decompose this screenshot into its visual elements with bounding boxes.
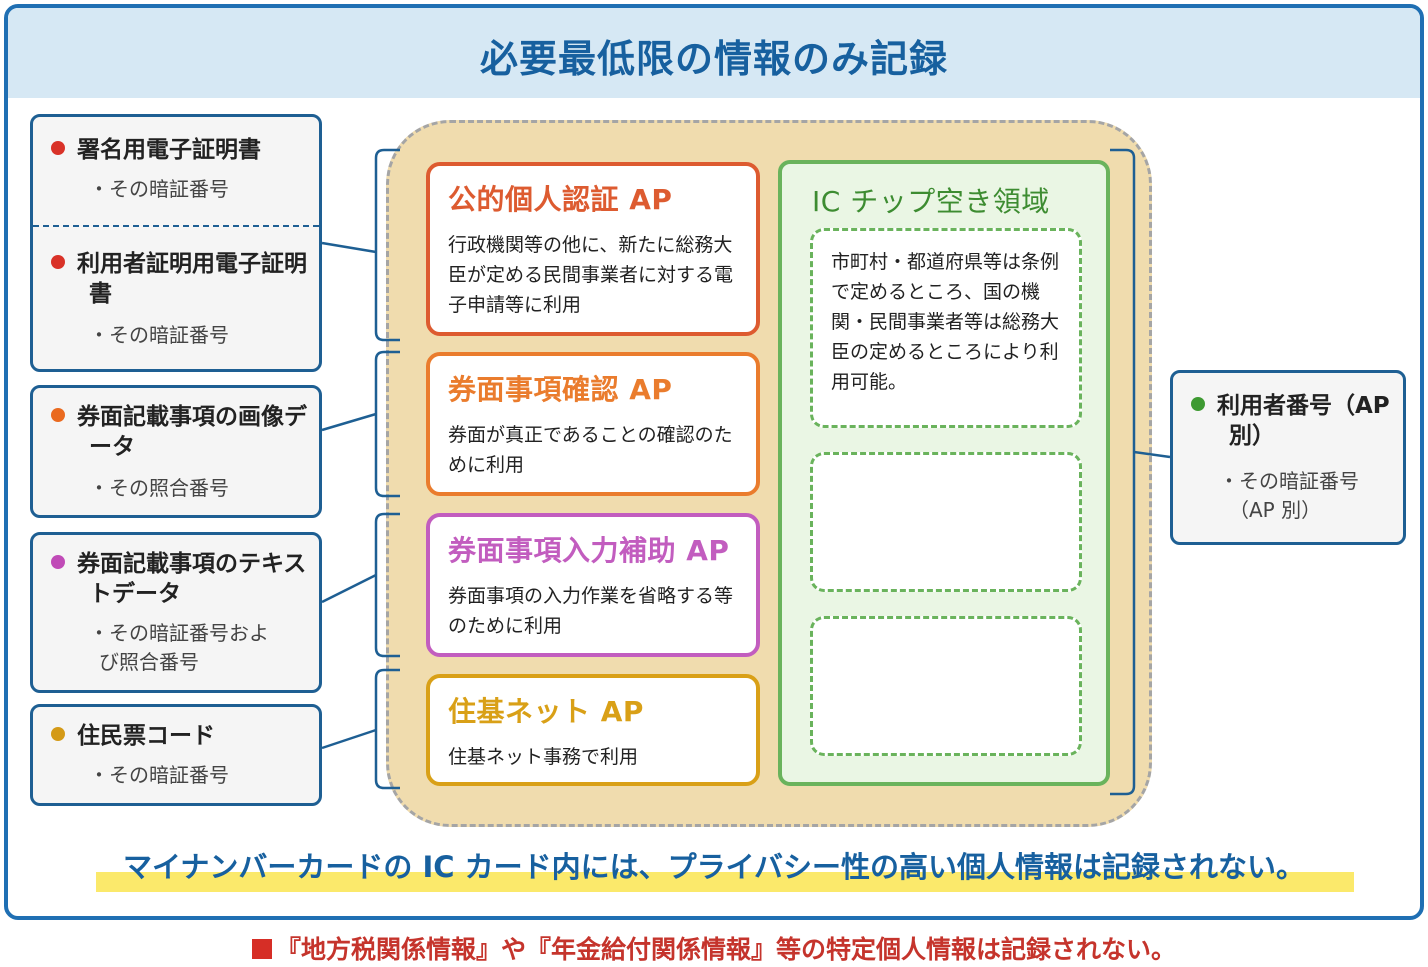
ic-slot-text: 市町村・都道府県等は条例で定めるところ、国の機関・民間事業者等は総務大臣の定める…: [831, 251, 1060, 393]
ic-slot-3: [810, 616, 1082, 756]
ap-title: 住基ネット AP: [448, 695, 644, 728]
ap-description: 券面が真正であることの確認のために利用: [448, 424, 733, 476]
ap-box-input-assist: 券面事項入力補助 AP 券面事項の入力作業を省略する等のために利用: [426, 513, 760, 657]
info-box-text-data: 券面記載事項のテキストデータ ・その暗証番号および照合番号: [30, 532, 322, 693]
ap-title: 券面事項入力補助 AP: [448, 534, 730, 567]
info-subitem: ・その暗証番号: [89, 323, 229, 347]
info-box-certificates: 署名用電子証明書 ・その暗証番号 利用者証明用電子証明書 ・その暗証番号: [30, 114, 322, 372]
ap-box-card-confirm: 券面事項確認 AP 券面が真正であることの確認のために利用: [426, 352, 760, 496]
ic-chip-free-area: IC チップ空き領域 市町村・都道府県等は条例で定めるところ、国の機関・民間事業…: [778, 160, 1110, 786]
ap-title: 券面事項確認 AP: [448, 373, 673, 406]
info-subitem: ・その暗証番号および照合番号: [89, 621, 269, 674]
footer-highlight: [96, 872, 1354, 892]
bracket-public-auth: [374, 148, 400, 342]
info-item-user-number: 利用者番号（AP 別）: [1191, 391, 1409, 451]
connector-input-assist: [321, 573, 377, 604]
bullet-dot-icon: [51, 255, 65, 269]
header-band: [8, 8, 1420, 98]
ap-box-public-auth: 公的個人認証 AP 行政機関等の他に、新たに総務大臣が定める民間事業者に対する電…: [426, 162, 760, 336]
connector-juki-net: [321, 728, 377, 750]
ic-slot-2: [810, 452, 1082, 592]
bracket-juki-net: [374, 668, 400, 790]
ap-description: 住基ネット事務で利用: [448, 746, 639, 768]
info-box-user-number: 利用者番号（AP 別） ・その暗証番号（AP 別）: [1170, 370, 1406, 545]
page-title: 必要最低限の情報のみ記録: [479, 37, 948, 81]
footer-note: マイナンバーカードの IC カード内には、プライバシー性の高い個人情報は記録され…: [122, 850, 1306, 884]
bullet-dot-icon: [51, 141, 65, 155]
bullet-dot-icon: [1191, 397, 1205, 411]
ap-description: 券面事項の入力作業を省略する等のために利用: [448, 585, 734, 637]
bullet-dot-icon: [51, 408, 65, 422]
info-subitem: ・その暗証番号: [89, 763, 229, 787]
info-subitem: ・その暗証番号: [89, 177, 229, 201]
info-item-resident-code: 住民票コード: [51, 721, 215, 751]
info-subitem: ・その暗証番号（AP 別）: [1219, 469, 1359, 522]
bracket-input-assist: [374, 512, 400, 658]
info-item-signing-cert: 署名用電子証明書: [51, 135, 261, 165]
bullet-dot-icon: [51, 555, 65, 569]
info-box-image-data: 券面記載事項の画像データ ・その照合番号: [30, 385, 322, 518]
info-box-resident-code: 住民票コード ・その暗証番号: [30, 704, 322, 806]
bracket-card-confirm: [374, 350, 400, 498]
info-item-user-cert: 利用者証明用電子証明書: [51, 249, 329, 309]
ic-chip-title: IC チップ空き領域: [812, 185, 1050, 218]
outside-note: 『地方税関係情報』や『年金給付関係情報』等の特定個人情報は記録されない。: [0, 930, 1428, 966]
bullet-dot-icon: [51, 727, 65, 741]
info-item-image-data: 券面記載事項の画像データ: [51, 402, 319, 462]
info-subitem: ・その照合番号: [89, 476, 229, 500]
bracket-ic-chip: [1110, 148, 1136, 796]
red-square-icon: [251, 939, 272, 959]
divider: [33, 225, 319, 227]
ap-box-juki-net: 住基ネット AP 住基ネット事務で利用: [426, 674, 760, 786]
connector-public-auth: [321, 241, 377, 254]
connector-user-number: [1133, 450, 1171, 459]
info-item-text-data: 券面記載事項のテキストデータ: [51, 549, 319, 609]
connector-card-confirm: [321, 412, 377, 432]
ap-description: 行政機関等の他に、新たに総務大臣が定める民間事業者に対する電子申請等に利用: [448, 234, 734, 316]
ic-slot-1: 市町村・都道府県等は条例で定めるところ、国の機関・民間事業者等は総務大臣の定める…: [810, 228, 1082, 428]
ap-title: 公的個人認証 AP: [448, 183, 673, 216]
